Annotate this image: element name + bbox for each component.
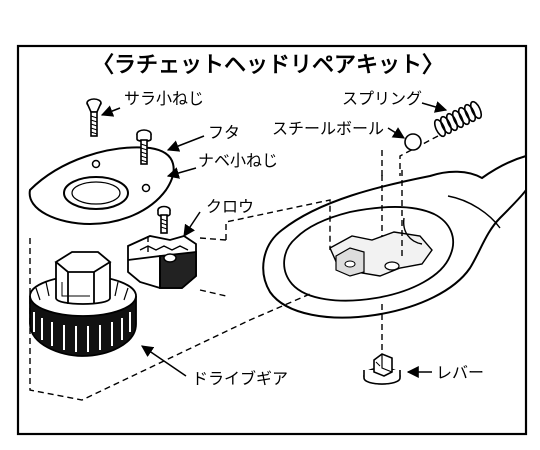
arrow-drive-gear [141, 345, 187, 377]
arrow-pan-head-screw [166, 167, 197, 179]
guide-line-gear [29, 238, 311, 401]
pawl [127, 235, 197, 289]
arrow-countersunk-screw [100, 105, 121, 117]
arrow-pawl [183, 211, 201, 237]
cover-plate [28, 146, 175, 226]
label-drive-gear: ドライブギア [192, 369, 288, 388]
diagram-title: 〈ラチェットヘッドリペアキット〉 [92, 53, 444, 78]
label-countersunk-screw: サラ小ねじ [124, 89, 204, 108]
guide-line-pawl [147, 236, 227, 297]
pan-head-screw [157, 205, 171, 234]
arrow-spring [421, 101, 448, 113]
guide-line-body-right [381, 170, 403, 260]
spring [433, 100, 483, 138]
countersunk-screw [86, 98, 102, 137]
guide-line-spring [399, 135, 439, 176]
lever [363, 353, 401, 385]
arrow-steel-ball [387, 127, 406, 139]
label-cover: フタ [208, 123, 240, 142]
cover-screw [136, 129, 152, 165]
guide-line-body-left [225, 199, 331, 250]
arrow-cover [166, 135, 205, 152]
label-pan-head-screw: ナベ小ねじ [198, 151, 278, 170]
steel-ball [404, 133, 422, 151]
ratchet-head-body [262, 154, 527, 319]
label-pawl: クロウ [206, 197, 254, 216]
label-lever: レバー [436, 363, 484, 382]
label-spring: スプリング [342, 89, 422, 108]
label-steel-ball: スチールボール [272, 119, 384, 138]
drive-gear [29, 251, 137, 357]
diagram-frame [16, 44, 528, 436]
